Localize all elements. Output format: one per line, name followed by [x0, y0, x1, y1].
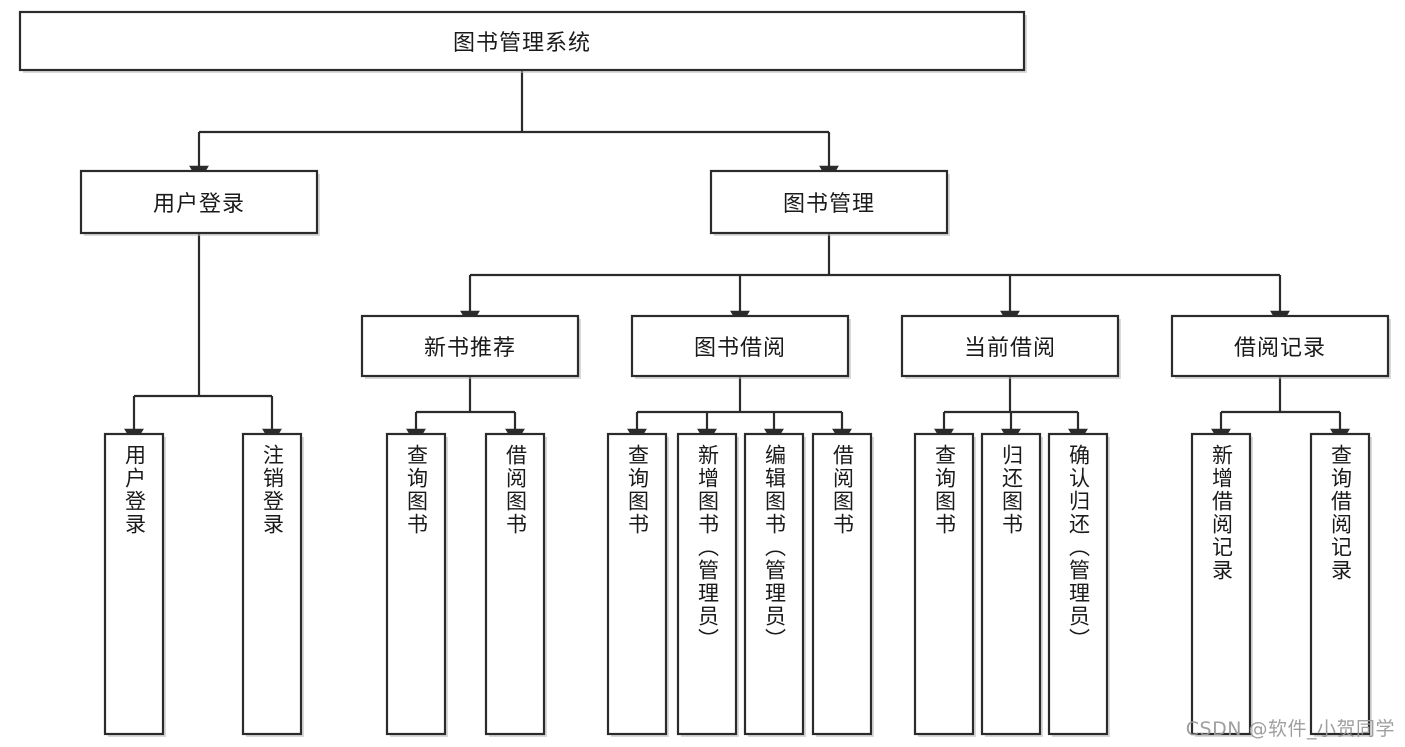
node-leaf-leaf-query-book-brw[interactable]	[606, 432, 668, 736]
node-l3-book-borrow[interactable]	[630, 314, 850, 378]
node-l3-borrow-record[interactable]	[1170, 314, 1390, 378]
node-leaf-leaf-add-book[interactable]	[676, 432, 738, 736]
box-layer	[18, 10, 1391, 737]
node-leaf-leaf-user-logout[interactable]	[241, 432, 303, 736]
node-leaf-leaf-return-book[interactable]	[980, 432, 1042, 736]
node-root-root[interactable]	[18, 10, 1026, 72]
connector-layer	[124, 70, 1350, 446]
watermark: CSDN @软件_小贺同学	[1185, 718, 1395, 740]
node-leaf-leaf-query-book-rec[interactable]	[385, 432, 447, 736]
node-l2-user-login[interactable]	[79, 169, 319, 235]
node-leaf-leaf-edit-book[interactable]	[743, 432, 805, 736]
node-leaf-leaf-query-book-cur[interactable]	[913, 432, 975, 736]
node-leaf-leaf-borrow-book-brw[interactable]	[811, 432, 873, 736]
node-leaf-leaf-add-record[interactable]	[1190, 432, 1252, 736]
node-l3-new-book-rec[interactable]	[360, 314, 580, 378]
node-l3-current-borrow[interactable]	[900, 314, 1120, 378]
node-leaf-leaf-query-record[interactable]	[1309, 432, 1371, 736]
node-l2-book-manage[interactable]	[709, 169, 949, 235]
node-leaf-leaf-confirm-return[interactable]	[1047, 432, 1109, 736]
node-leaf-leaf-borrow-book-rec[interactable]	[484, 432, 546, 736]
node-leaf-leaf-user-login[interactable]	[103, 432, 165, 736]
